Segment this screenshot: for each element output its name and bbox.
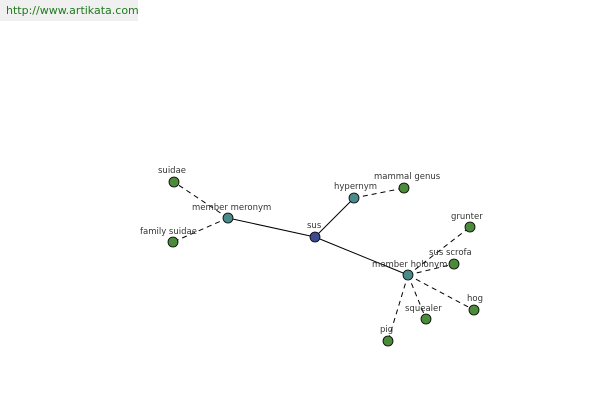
leaf-label-hog: hog bbox=[467, 294, 483, 304]
leaf-node-pig[interactable] bbox=[382, 335, 394, 347]
target-edge-sus-scrofa bbox=[407, 263, 455, 276]
relation-label-member-meronym: member meronym bbox=[192, 203, 271, 213]
leaf-label-pig: pig bbox=[380, 325, 393, 335]
target-edge-hog bbox=[407, 274, 475, 311]
label-layer: sus member meronym suidae family suidae hype… bbox=[140, 166, 483, 335]
relation-edge-member-meronym bbox=[227, 217, 316, 238]
leaf-node-hog[interactable] bbox=[468, 304, 480, 316]
target-edge-suidae bbox=[173, 181, 229, 219]
relation-label-member-holonym: member holonym bbox=[372, 260, 447, 270]
center-label-sus: sus bbox=[307, 221, 322, 231]
target-edge-pig bbox=[387, 274, 409, 342]
leaf-label-grunter: grunter bbox=[451, 212, 483, 222]
leaf-node-family-suidae[interactable] bbox=[167, 236, 179, 248]
leaf-label-squealer: squealer bbox=[405, 304, 442, 314]
target-edge-family-suidae bbox=[172, 217, 229, 243]
target-edge-squealer bbox=[407, 274, 427, 320]
leaf-node-mammal-genus[interactable] bbox=[398, 182, 410, 194]
leaf-node-sus-scrofa[interactable] bbox=[448, 258, 460, 270]
relation-node-member-holonym[interactable] bbox=[402, 269, 414, 281]
leaf-label-suidae: suidae bbox=[158, 166, 186, 176]
relation-node-hypernym[interactable] bbox=[348, 192, 360, 204]
leaf-label-sus-scrofa: sus scrofa bbox=[429, 248, 472, 258]
relation-edge-hypernym bbox=[314, 197, 355, 238]
source-url-link[interactable]: http://www.artikata.com bbox=[0, 0, 138, 21]
leaf-label-mammal-genus: mammal genus bbox=[374, 172, 441, 182]
relation-edge-member-holonym bbox=[314, 236, 409, 276]
leaf-node-grunter[interactable] bbox=[464, 221, 476, 233]
leaf-node-squealer[interactable] bbox=[420, 313, 432, 325]
leaf-node-suidae[interactable] bbox=[168, 176, 180, 188]
relation-label-hypernym: hypernym bbox=[334, 182, 377, 192]
node-layer bbox=[167, 176, 480, 347]
target-edge-grunter bbox=[407, 226, 471, 276]
relation-node-member-meronym[interactable] bbox=[222, 212, 234, 224]
leaf-label-family-suidae: family suidae bbox=[140, 227, 197, 237]
edge-layer bbox=[172, 181, 475, 342]
center-node-sus[interactable] bbox=[309, 231, 321, 243]
